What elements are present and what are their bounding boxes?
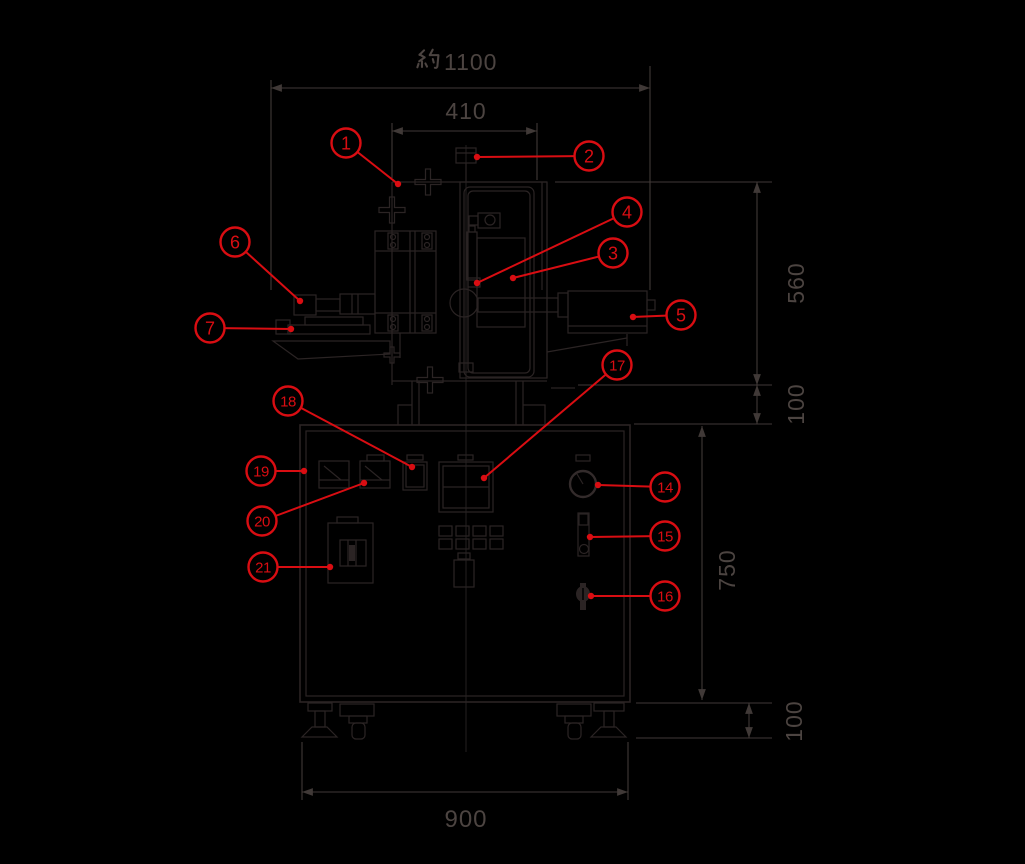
callout-20: 20 — [246, 479, 368, 537]
keypad — [438, 525, 504, 550]
dimension-label-base-width: 900 — [444, 806, 487, 833]
caster-right — [556, 703, 592, 740]
callout-6: 6 — [219, 226, 304, 305]
slide-arm-unit — [271, 293, 391, 360]
callout-1: 1 — [330, 127, 402, 188]
dimension-label-cabinet-height: 750 — [714, 549, 740, 590]
callout-5: 5 — [629, 299, 697, 331]
callout-15: 15 — [586, 520, 681, 552]
callout-number-7: 7 — [205, 319, 215, 339]
callout-3: 3 — [509, 237, 629, 282]
panel-lever — [577, 512, 590, 557]
machine-cabinet — [299, 424, 631, 740]
callout-21: 21 — [247, 551, 334, 583]
callout-number-5: 5 — [676, 306, 686, 326]
dimension-label-base-height: 100 — [781, 700, 807, 741]
dimension-label-gap-height: 100 — [783, 383, 809, 424]
cross-fiducial — [414, 168, 442, 196]
dimension-label-head-height: 560 — [783, 262, 809, 303]
callout-14: 14 — [594, 471, 681, 503]
key-switch — [576, 583, 590, 610]
panel-gauge — [568, 454, 598, 499]
small-control-box — [402, 454, 428, 491]
callout-number-17: 17 — [609, 358, 625, 375]
dimension-base-height: 100 — [636, 700, 807, 742]
dimension-label-overall-width: 1100 — [444, 49, 497, 75]
callout-16: 16 — [587, 580, 681, 612]
callout-number-1: 1 — [341, 134, 351, 154]
center-connector-box — [453, 552, 475, 588]
caster-left — [339, 703, 375, 740]
machine-drawing — [271, 145, 656, 752]
dimension-label-head-width: 410 — [445, 98, 486, 124]
cross-fiducial — [378, 196, 406, 224]
callout-number-18: 18 — [280, 394, 296, 411]
dimension-overall-width: 1100 — [270, 48, 651, 290]
callout-number-6: 6 — [230, 233, 240, 253]
callout-18: 18 — [272, 385, 416, 471]
dimension-cabinet-height: 750 — [698, 426, 740, 700]
callout-19: 19 — [245, 455, 308, 487]
callout-number-20: 20 — [254, 514, 270, 531]
callout-2: 2 — [473, 140, 605, 172]
callout-number-14: 14 — [657, 480, 673, 497]
callout-number-19: 19 — [253, 464, 269, 481]
callout-4: 4 — [473, 196, 643, 287]
dimensions: 1100 410 560 100 750 — [270, 48, 809, 833]
approx-kanji-glyph — [416, 48, 440, 69]
callout-7: 7 — [194, 312, 295, 344]
top-sensor-unit — [455, 147, 477, 182]
dimension-head-height: 560 — [555, 181, 809, 386]
cross-fiducial — [416, 366, 444, 394]
callout-17: 17 — [480, 349, 633, 482]
dimension-gap-height: 100 — [634, 383, 809, 425]
enclosure-door — [449, 181, 548, 379]
machine-head — [271, 147, 656, 425]
pedestal-neck — [397, 362, 546, 425]
breaker-box — [327, 516, 374, 584]
callout-number-21: 21 — [255, 560, 271, 577]
leveling-foot-right — [589, 702, 628, 738]
callout-number-15: 15 — [657, 529, 673, 546]
callout-number-4: 4 — [622, 203, 632, 223]
callouts: 1 2 3 4 5 6 7 — [194, 127, 697, 612]
callout-number-3: 3 — [608, 244, 618, 264]
leveling-foot-left — [300, 702, 339, 738]
dimension-head-width: 410 — [391, 98, 538, 180]
display-unit — [438, 454, 494, 513]
dimension-base-width: 900 — [301, 742, 629, 833]
callout-number-16: 16 — [657, 589, 673, 606]
switch-box-left — [318, 460, 350, 489]
cross-fiducial — [383, 346, 401, 364]
side-motor — [477, 290, 656, 353]
spindle-block — [374, 230, 437, 358]
callout-number-2: 2 — [584, 147, 594, 167]
